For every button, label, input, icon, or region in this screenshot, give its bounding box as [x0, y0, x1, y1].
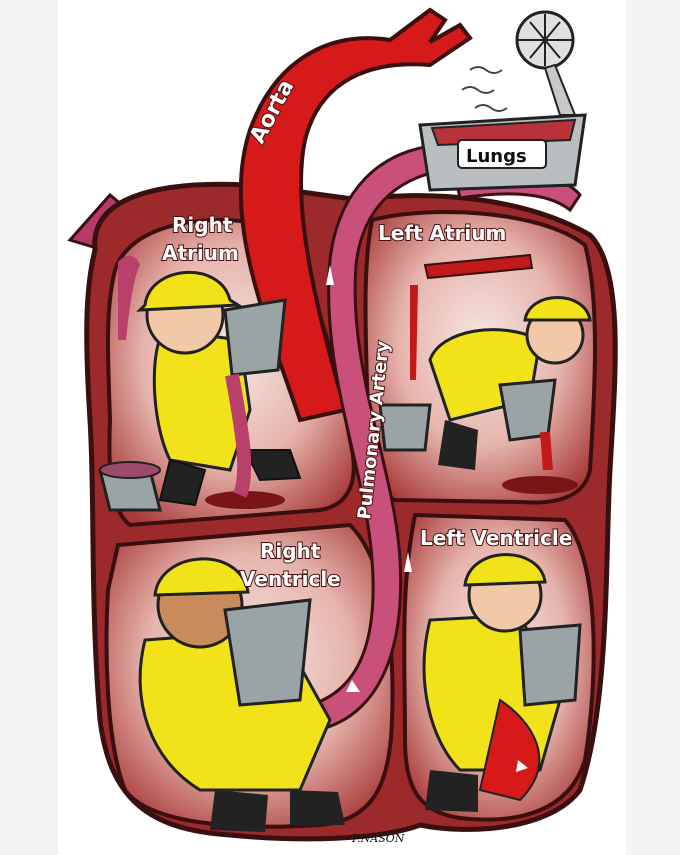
hard-hat-icon: [136, 270, 243, 312]
right-ventricle-label-line2: Ventricle: [240, 567, 341, 591]
arrow-down-icon: [516, 760, 528, 772]
lungs-label: Lungs: [466, 146, 527, 167]
arrow-up-icon: [326, 265, 334, 285]
arrow-up-icon: [404, 552, 412, 572]
right-atrium-drip: [118, 255, 140, 340]
worker-right-ventricle: [138, 557, 345, 832]
worker-right-atrium: [98, 270, 302, 512]
bucket-icon: [223, 598, 312, 707]
left-atrium-puddle: [502, 476, 578, 494]
right-atrium-label-line1: Right: [172, 213, 233, 237]
right-atrium-label-line2: Atrium: [162, 241, 239, 265]
fan-icon: [461, 10, 577, 116]
left-atrium-drip: [410, 285, 418, 380]
artist-signature: P.NASON: [351, 832, 405, 845]
bucket-icon: [518, 623, 582, 707]
bucket-icon: [223, 298, 287, 377]
lungs-tray: [418, 113, 587, 192]
hard-hat-icon: [523, 296, 592, 322]
right-atrium-puddle: [205, 491, 285, 509]
worker-left-atrium: [378, 296, 592, 471]
hard-hat-icon: [153, 557, 250, 597]
left-ventricle-label: Left Ventricle: [420, 526, 572, 550]
hard-hat-icon: [463, 553, 547, 587]
arrow-up-icon: [346, 680, 360, 692]
right-ventricle-label-line1: Right: [260, 539, 321, 563]
left-atrium-label: Left Atrium: [378, 221, 506, 245]
left-atrium-pipe: [423, 253, 534, 280]
aorta-vessel: [238, 7, 473, 423]
bucket-icon: [498, 378, 557, 442]
worker-left-ventricle: [422, 553, 582, 812]
bucket-icon: [378, 403, 432, 452]
